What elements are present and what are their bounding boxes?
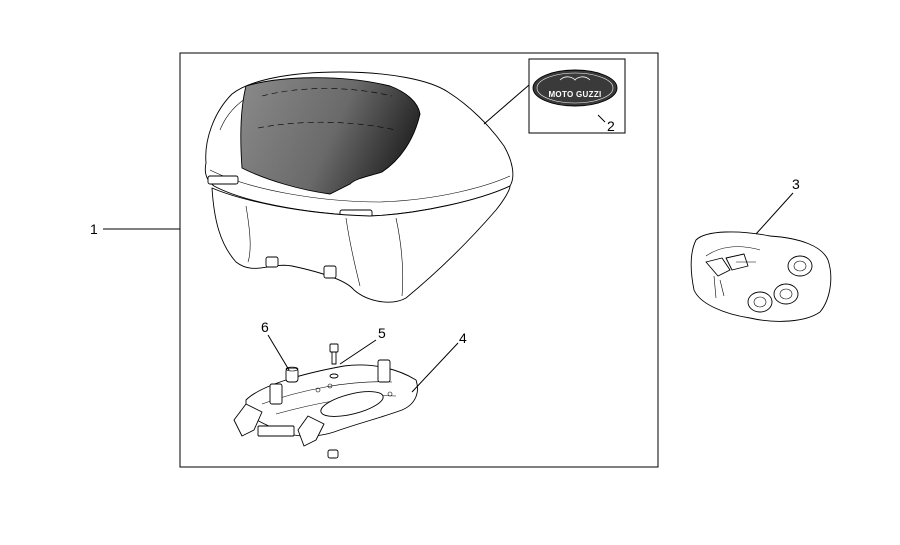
logo-badge-box: MOTO GUZZI — [528, 58, 626, 134]
callout-1: 1 — [90, 221, 98, 237]
kit-frame — [179, 52, 659, 468]
rubber-spacer — [285, 366, 299, 383]
nut — [327, 449, 339, 459]
callout-6: 6 — [261, 319, 269, 335]
lock-key-set — [690, 231, 832, 322]
logo-badge — [532, 69, 618, 107]
callout-4: 4 — [459, 330, 467, 346]
callout-2: 2 — [607, 118, 615, 134]
top-case — [204, 71, 514, 303]
mounting-plate — [233, 359, 418, 447]
callout-3: 3 — [792, 176, 800, 192]
bolt — [329, 343, 339, 379]
logo-text: MOTO GUZZI — [548, 90, 601, 99]
lid-panel — [240, 77, 421, 195]
callout-5: 5 — [378, 325, 386, 341]
